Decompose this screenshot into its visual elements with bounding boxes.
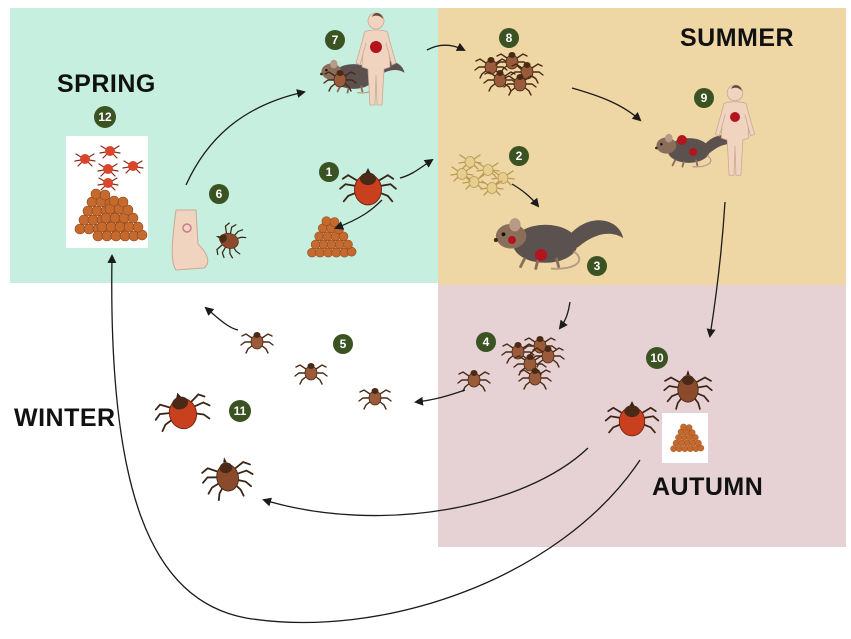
svg-text:6: 6 bbox=[216, 187, 223, 201]
step-badge-3: 3 bbox=[587, 256, 607, 276]
step-6-foot-with-tick bbox=[171, 209, 250, 271]
season-label-spring: SPRING bbox=[57, 70, 156, 98]
step-badge-1: 1 bbox=[319, 162, 339, 182]
arrow-icon bbox=[414, 389, 466, 406]
step-badge-7: 7 bbox=[325, 30, 345, 50]
foot-icon bbox=[171, 209, 209, 271]
svg-text:2: 2 bbox=[516, 149, 523, 163]
step-badge-11: 11 bbox=[229, 400, 251, 422]
arrow-icon bbox=[399, 158, 434, 179]
step-3-rodent-host bbox=[492, 216, 625, 271]
step-badges: 1 2 3 4 5 6 7 8 9 10 11 12 bbox=[94, 28, 714, 422]
cycle-arrows bbox=[107, 42, 726, 624]
arrow-icon bbox=[334, 199, 383, 230]
arrow-icon bbox=[706, 201, 726, 338]
step-badge-6: 6 bbox=[209, 184, 229, 204]
step-10-adult-ticks bbox=[604, 369, 713, 463]
season-label-autumn: AUTUMN bbox=[652, 473, 764, 501]
svg-text:8: 8 bbox=[506, 31, 513, 45]
svg-text:9: 9 bbox=[701, 91, 708, 105]
svg-text:10: 10 bbox=[650, 351, 664, 365]
arrow-icon bbox=[426, 42, 466, 51]
step-badge-10: 10 bbox=[646, 347, 668, 369]
svg-text:11: 11 bbox=[234, 404, 247, 418]
step-12-eggs-and-larvae bbox=[66, 136, 148, 248]
season-label-summer: SUMMER bbox=[680, 24, 795, 52]
arrow-icon bbox=[107, 254, 641, 624]
step-badge-5: 5 bbox=[333, 334, 353, 354]
arrow-icon bbox=[262, 447, 589, 517]
arrow-icon bbox=[571, 87, 642, 122]
svg-text:4: 4 bbox=[483, 335, 490, 349]
step-badge-12: 12 bbox=[94, 106, 116, 128]
arrow-icon bbox=[204, 306, 239, 331]
svg-text:5: 5 bbox=[340, 337, 347, 351]
arrow-icon bbox=[511, 183, 540, 208]
step-7-rodent-and-human-hosts bbox=[319, 12, 406, 106]
svg-text:7: 7 bbox=[332, 33, 339, 47]
season-label-winter: WINTER bbox=[14, 404, 116, 432]
svg-text:1: 1 bbox=[326, 165, 333, 179]
svg-text:3: 3 bbox=[594, 259, 601, 273]
step-badge-8: 8 bbox=[499, 28, 519, 48]
step-badge-9: 9 bbox=[694, 88, 714, 108]
step-badge-4: 4 bbox=[476, 332, 496, 352]
arrow-icon bbox=[185, 89, 306, 186]
svg-text:12: 12 bbox=[98, 110, 112, 124]
step-9-rodent-and-human-hosts bbox=[654, 84, 756, 176]
step-5-nymphs bbox=[240, 331, 392, 410]
step-badge-2: 2 bbox=[509, 146, 529, 166]
arrow-icon bbox=[558, 301, 571, 330]
